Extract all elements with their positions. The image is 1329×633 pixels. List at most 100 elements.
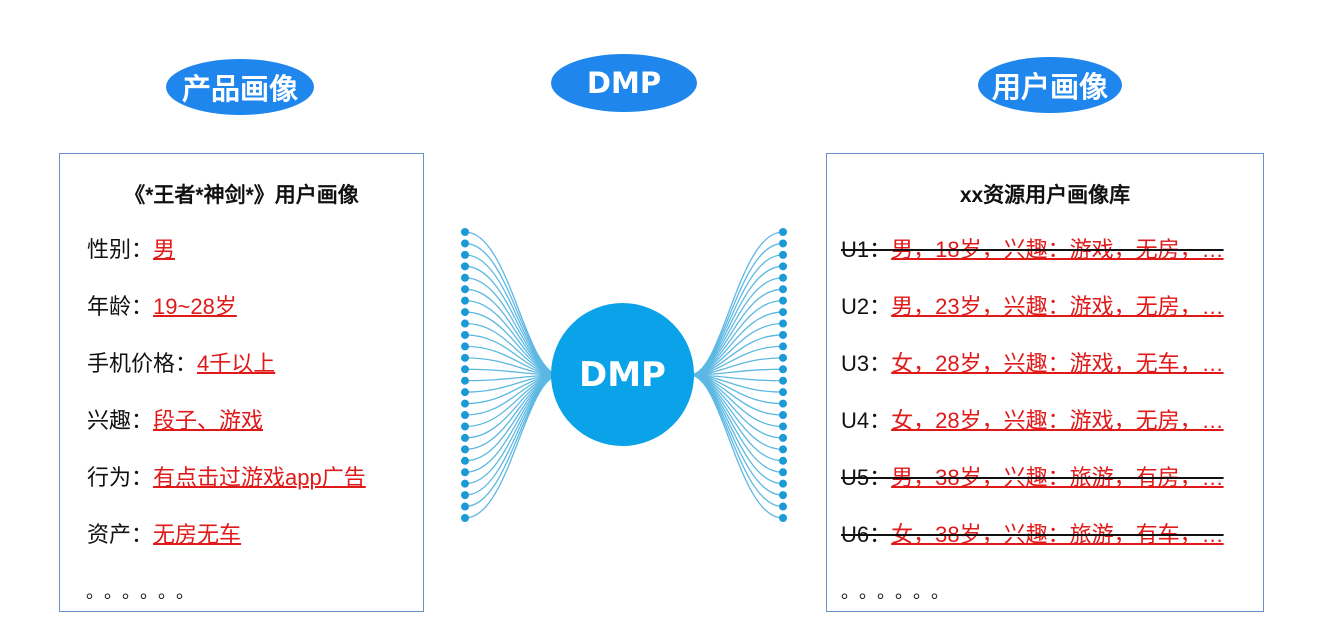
attribute-row: 资产：无房无车	[87, 517, 241, 549]
connection-node	[779, 491, 787, 500]
user-attributes: 女，28岁，兴趣：游戏，无房，…	[891, 408, 1224, 433]
dmp-header: DMP	[551, 54, 697, 112]
connection-node	[779, 319, 787, 328]
connection-node	[461, 433, 469, 442]
attribute-label: 行为：	[87, 465, 154, 490]
connection-line	[689, 374, 784, 519]
user-attributes: 男，23岁，兴趣：游戏，无房，…	[891, 294, 1224, 319]
connection-node	[779, 239, 787, 248]
connection-line	[689, 374, 784, 508]
connection-node	[461, 399, 469, 408]
product-profile-title: 《*王者*神剑*》用户画像	[124, 184, 359, 207]
connection-node	[461, 491, 469, 500]
attribute-row: 兴趣：段子、游戏	[87, 403, 263, 435]
connection-node	[779, 399, 787, 408]
user-attributes: 男，38岁，兴趣：旅游，有房，…	[891, 465, 1224, 490]
connection-node	[461, 514, 469, 522]
connection-node	[779, 456, 787, 465]
connection-line	[464, 374, 561, 519]
connection-node	[779, 388, 787, 397]
connection-node	[779, 228, 787, 236]
user-record-row: U6：女，38岁，兴趣：旅游，有车，…	[841, 517, 1224, 549]
connection-node	[779, 353, 787, 362]
connection-node	[779, 342, 787, 351]
connection-node	[461, 353, 469, 362]
user-id: U3：	[841, 351, 892, 376]
user-id: U6：	[841, 522, 892, 547]
connection-node	[461, 330, 469, 339]
attribute-label: 兴趣：	[87, 408, 154, 433]
attribute-value: 4千以上	[197, 351, 276, 376]
connection-node	[461, 250, 469, 259]
connection-line	[689, 242, 784, 376]
connection-line	[464, 242, 561, 376]
connection-line	[464, 374, 561, 451]
connection-node	[461, 342, 469, 351]
connection-node	[779, 285, 787, 294]
connection-node	[461, 411, 469, 420]
user-record-row: U5：男，38岁，兴趣：旅游，有房，…	[841, 460, 1224, 492]
connection-node	[461, 468, 469, 477]
attribute-row: 年龄：19~28岁	[87, 289, 237, 321]
attribute-row: 手机价格：4千以上	[87, 346, 275, 378]
user-record-row: U1：男，18岁，兴趣：游戏，无房，…	[841, 232, 1224, 264]
connection-node	[779, 273, 787, 282]
user-record-row: U2：男，23岁，兴趣：游戏，无房，…	[841, 289, 1224, 321]
attribute-label: 手机价格：	[87, 351, 198, 376]
user-attributes: 女，38岁，兴趣：旅游，有车，…	[891, 522, 1224, 547]
dmp-hub-circle: DMP	[551, 303, 694, 446]
connection-node	[461, 445, 469, 454]
connection-node	[779, 502, 787, 511]
connection-node	[461, 239, 469, 248]
connection-node	[461, 273, 469, 282]
user-library-title: xx资源用户画像库	[959, 184, 1131, 207]
attribute-value: 19~28岁	[153, 294, 237, 319]
connection-node	[779, 422, 787, 431]
user-id: U2：	[841, 294, 892, 319]
connection-line	[464, 374, 561, 508]
connection-node	[779, 376, 787, 385]
attribute-value: 男	[153, 237, 176, 262]
connection-node	[461, 308, 469, 317]
connection-node	[461, 285, 469, 294]
connection-node	[461, 502, 469, 511]
user-profile-library-card: xx资源用户画像库 U1：男，18岁，兴趣：游戏，无房，… U2：男，23岁，兴趣…	[826, 153, 1264, 612]
connection-node	[779, 411, 787, 420]
connection-node	[461, 319, 469, 328]
connection-node	[779, 479, 787, 488]
connection-node	[779, 365, 787, 374]
connection-node	[461, 479, 469, 488]
connection-node	[461, 228, 469, 236]
connection-node	[779, 445, 787, 454]
attribute-row: 行为：有点击过游戏app广告	[87, 460, 366, 492]
product-profile-header: 产品画像	[166, 59, 314, 115]
user-record-row: U3：女，28岁，兴趣：游戏，无车，…	[841, 346, 1224, 378]
user-id: U1：	[841, 237, 892, 262]
user-attributes: 女，28岁，兴趣：游戏，无车，…	[891, 351, 1224, 376]
user-record-row: U4：女，28岁，兴趣：游戏，无房，…	[841, 403, 1224, 435]
connection-node	[779, 296, 787, 305]
connection-node	[461, 376, 469, 385]
user-id: U5：	[841, 465, 892, 490]
connection-node	[779, 330, 787, 339]
connection-node	[461, 296, 469, 305]
connection-node	[779, 514, 787, 522]
user-id: U4：	[841, 408, 892, 433]
connection-node	[779, 308, 787, 317]
attribute-label: 资产：	[87, 522, 154, 547]
connection-node	[461, 365, 469, 374]
connection-node	[461, 422, 469, 431]
attribute-row: 性别：男	[87, 232, 175, 264]
right-card-ellipsis: 。。。。。。	[841, 582, 958, 602]
attribute-label: 年龄：	[87, 294, 154, 319]
connection-node	[779, 468, 787, 477]
attribute-value: 无房无车	[153, 522, 242, 547]
connection-node	[779, 433, 787, 442]
left-card-ellipsis: 。。。。。。	[86, 582, 203, 602]
connection-node	[779, 250, 787, 259]
user-profile-header: 用户画像	[978, 57, 1122, 113]
connection-node	[461, 388, 469, 397]
connection-node	[779, 262, 787, 271]
attribute-label: 性别：	[87, 237, 154, 262]
connection-line	[464, 299, 561, 376]
